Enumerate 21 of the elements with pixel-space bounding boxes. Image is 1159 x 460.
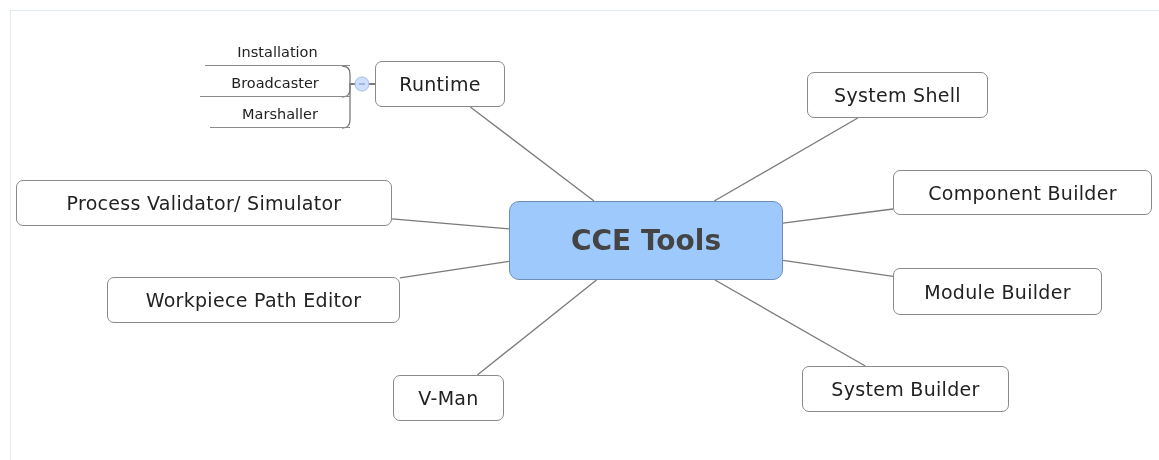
connector-line [399, 260, 510, 279]
topic-box: V-Man [393, 375, 504, 421]
connector-line [476, 279, 598, 376]
connector-line [714, 279, 866, 367]
topic-box: Module Builder [893, 268, 1102, 315]
connector-line [341, 83, 376, 129]
topic-box: System Shell [807, 72, 988, 118]
topic-box: Component Builder [893, 170, 1152, 215]
topic-box: Runtime [375, 61, 505, 107]
subtopic-label: Installation [205, 38, 350, 66]
connector-line [469, 106, 595, 202]
connector-line [391, 218, 510, 230]
topic-box: System Builder [802, 366, 1009, 412]
connector-line [782, 208, 894, 224]
topic-box: Process Validator/ Simulator [16, 180, 392, 226]
topic-box: Workpiece Path Editor [107, 277, 400, 323]
connector-line [713, 117, 859, 202]
connector-line [782, 259, 894, 277]
subtopic-label: Broadcaster [200, 69, 350, 97]
central-topic-box: CCE Tools [509, 201, 783, 280]
subtopic-label: Marshaller [210, 100, 350, 128]
